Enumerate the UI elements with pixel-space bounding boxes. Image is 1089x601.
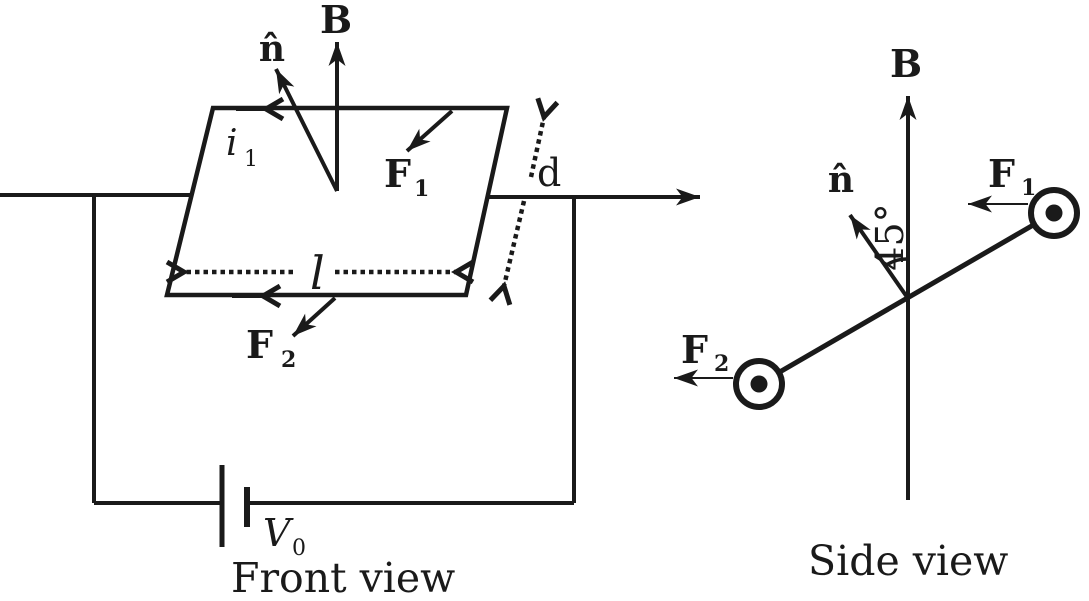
- current-label: i: [226, 123, 238, 164]
- side-view: B n̂ 45° F 1 F 2 Side view: [674, 41, 1080, 585]
- normal-vector-arrow-front: [274, 68, 339, 192]
- force-f1-arrow-front: [405, 109, 454, 153]
- loop-edge-line-side: [757, 210, 1056, 387]
- length-label: l: [310, 246, 325, 300]
- current-label-sub: 1: [244, 147, 258, 172]
- b-field-label-side: B: [890, 41, 922, 86]
- b-field-label-front: B: [320, 0, 352, 42]
- wire-dot-top: [1045, 204, 1063, 222]
- depth-label: d: [537, 151, 561, 195]
- front-view-caption: Front view: [231, 554, 455, 601]
- angle-label: 45°: [868, 203, 912, 270]
- force-f1-label-front: F: [384, 151, 411, 196]
- coil-loop: [164, 105, 510, 298]
- voltage-label-sub: 0: [292, 536, 306, 561]
- force-f2-label-front-sub: 2: [281, 347, 296, 373]
- force-f2-label-front: F: [246, 322, 273, 367]
- force-f1-label-front-sub: 1: [414, 176, 429, 202]
- side-view-caption: Side view: [808, 537, 1008, 585]
- depth-dim-arrow-upper: [528, 97, 560, 178]
- current-out-of-page-symbol-top: [1028, 187, 1080, 239]
- force-f2-label-side: F: [681, 327, 708, 372]
- normal-vector-label-front: n̂: [259, 28, 285, 70]
- force-f2-label-side-sub: 2: [714, 351, 729, 377]
- angle-arc: [884, 257, 908, 268]
- force-f2-arrow-front: [291, 296, 337, 338]
- depth-dim-arrow-lower: [488, 200, 527, 306]
- front-view: B n̂ i 1 F 1 F 2 l d V 0 Front view: [0, 0, 700, 601]
- normal-vector-label-side: n̂: [828, 159, 854, 201]
- voltage-label: V: [263, 511, 294, 555]
- force-f1-label-side-sub: 1: [1021, 175, 1036, 201]
- normal-vector-arrow-side: [848, 213, 909, 299]
- force-f1-label-side: F: [988, 151, 1015, 196]
- current-out-of-page-symbol-bottom: [733, 358, 785, 410]
- wire-dot-bottom: [750, 375, 768, 393]
